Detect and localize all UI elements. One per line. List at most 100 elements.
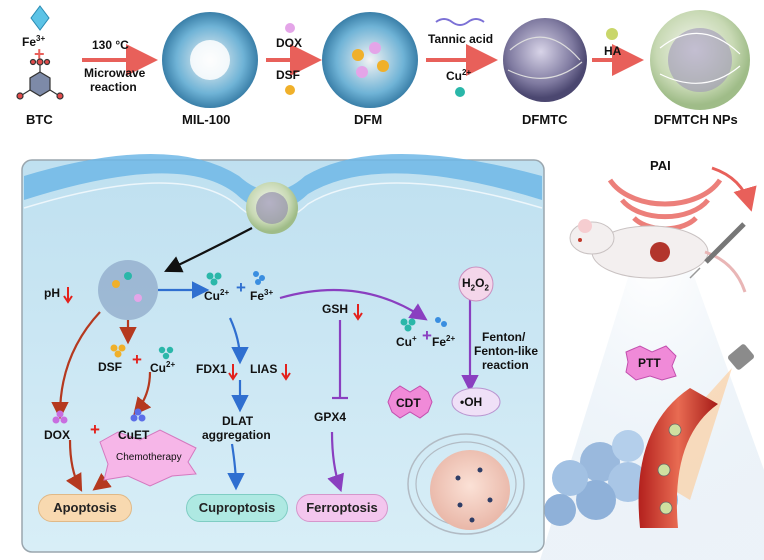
- temp-label: 130 °C: [92, 38, 129, 52]
- down-arrow-gsh: [353, 304, 363, 321]
- fe2-cluster-icon: [435, 317, 447, 327]
- ferroptosis-pill: Ferroptosis: [296, 494, 388, 522]
- cu-cluster-icon: [455, 87, 465, 97]
- laser-icon: [728, 344, 754, 370]
- arrow-to-fdx1: [228, 317, 249, 365]
- nucleus-icon: [407, 433, 525, 535]
- cu2-small-text: Cu: [150, 361, 166, 375]
- fe2-text: Fe: [432, 335, 447, 349]
- lias-label: LIAS: [250, 362, 278, 376]
- cu2-small-label: Cu2+: [150, 360, 175, 375]
- fe3-cell-text: Fe: [250, 289, 265, 303]
- fe3-label: Fe3+: [22, 34, 45, 49]
- down-arrow-fdx1: [228, 364, 238, 381]
- mil100-particle-icon: [162, 12, 258, 108]
- oh-badge: [451, 387, 501, 417]
- apoptosis-pill: Apoptosis: [38, 494, 132, 522]
- dfm-label: DFM: [354, 112, 383, 127]
- dox-cluster-icon: [52, 410, 68, 424]
- tannic-acid-icon: [435, 18, 485, 26]
- tumor-icon: [544, 430, 678, 526]
- chemotherapy-badge: [99, 429, 197, 487]
- cu1-charge: +: [412, 334, 417, 343]
- fenton-line3: reaction: [482, 358, 529, 372]
- down-arrow-lias: [281, 364, 291, 381]
- fenton-line2: Fenton-like: [474, 344, 539, 358]
- fe3-charge: 3+: [36, 34, 46, 43]
- dsf-dot-icon: [285, 85, 295, 95]
- cu1-cluster-icon: [400, 318, 416, 332]
- chemotherapy-label: Chemotherapy: [116, 452, 182, 463]
- cu1-fe2-plus: +: [422, 326, 432, 345]
- cu-synth-charge: 2+: [462, 68, 472, 77]
- ph-label: pH: [44, 286, 60, 300]
- ha-dot-icon: [606, 28, 618, 40]
- dfmtc-particle-icon: [503, 18, 587, 102]
- mouse-icon: [569, 219, 747, 293]
- cu2-text: Cu: [204, 289, 220, 303]
- tannic-acid-label: Tannic acid: [428, 32, 494, 46]
- dsf-cell-label: DSF: [98, 360, 122, 374]
- dfmtch-particle-icon: [650, 10, 750, 110]
- method-line2: reaction: [90, 80, 137, 94]
- dlat-line1: DLAT: [222, 414, 254, 428]
- cu2-small-charge: 2+: [166, 360, 176, 369]
- gsh-label: GSH: [322, 302, 349, 316]
- fe3-text: Fe: [22, 35, 37, 49]
- arrow-to-cuproptosis: [227, 443, 245, 491]
- method-line1: Microwave: [84, 66, 146, 80]
- fe3-cluster-icon: [253, 271, 265, 285]
- fe-btc-plus: +: [34, 44, 45, 64]
- fe2-charge: 2+: [446, 334, 456, 343]
- np-endocytosis-icon: [246, 182, 298, 234]
- cu-fe-plus: +: [236, 278, 246, 297]
- h2o2-2: 2: [470, 283, 476, 293]
- h2o2-badge: [458, 266, 494, 302]
- dsf-synth-label: DSF: [276, 68, 300, 82]
- arrow-internalize: [164, 227, 253, 273]
- h2o2-h: H: [462, 276, 471, 290]
- btc-label: BTC: [26, 112, 53, 127]
- h2o2-label: H2O2: [462, 276, 489, 292]
- dfm-particle-icon: [322, 12, 418, 108]
- cu2-label: Cu2+: [204, 288, 229, 303]
- fe3-cell-label: Fe3+: [250, 288, 273, 303]
- cuproptosis-pill: Cuproptosis: [186, 494, 288, 522]
- degraded-np-icon: [98, 260, 158, 320]
- cuet-cluster-icon: [130, 408, 146, 422]
- cu2-cluster-icon: [206, 272, 222, 286]
- ptt-label: PTT: [638, 356, 661, 370]
- dox-cuet-plus: +: [90, 420, 100, 439]
- fe3-diamond-icon: [30, 5, 50, 31]
- dfmtch-label: DFMTCH NPs: [654, 112, 738, 127]
- h2o2-o: O: [475, 276, 485, 290]
- dox-cell-label: DOX: [44, 428, 71, 442]
- arrow-to-ferroptosis: [327, 431, 344, 493]
- cu-synth-label: Cu2+: [446, 68, 471, 83]
- h2o2-2b: 2: [484, 283, 489, 293]
- cu1-text: Cu: [396, 335, 412, 349]
- cu-synth-text: Cu: [446, 69, 462, 83]
- blood-vessel-icon: [638, 388, 718, 528]
- fe3-cell-charge: 3+: [264, 288, 274, 297]
- arrow-to-dox: [51, 311, 101, 420]
- fdx1-label: FDX1: [196, 362, 227, 376]
- ha-label: HA: [604, 44, 622, 58]
- dsf-cluster-icon: [110, 344, 126, 358]
- cdt-badge: [387, 385, 433, 419]
- cuet-label: CuET: [118, 428, 150, 442]
- down-arrow-ph: [63, 287, 73, 304]
- arrow-to-cu-fe2: [279, 288, 428, 321]
- arrow-pai: [711, 166, 757, 212]
- dsf-cu-plus: +: [132, 350, 142, 369]
- cdt-label: CDT: [396, 396, 421, 410]
- dlat-line2: aggregation: [202, 428, 271, 442]
- oh-label: •OH: [460, 395, 483, 409]
- ptt-badge: [625, 345, 677, 381]
- fenton-line1: Fenton/: [482, 330, 526, 344]
- dox-synth-label: DOX: [276, 36, 303, 50]
- arrow-to-apoptosis: [65, 439, 83, 492]
- btc-molecule-icon: [16, 58, 64, 100]
- gpx4-label: GPX4: [314, 410, 347, 424]
